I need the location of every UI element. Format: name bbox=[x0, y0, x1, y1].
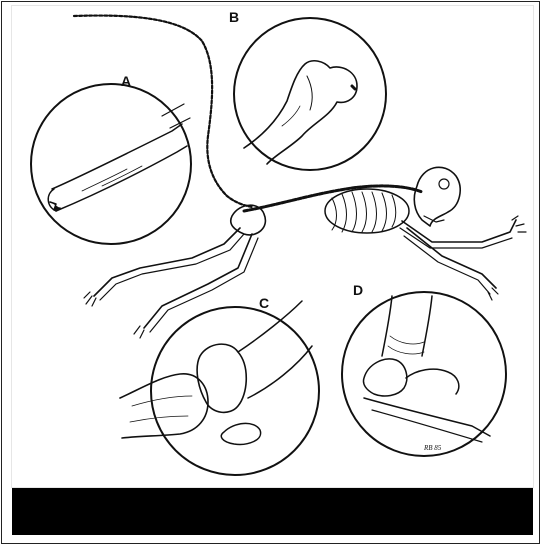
panel-d-inset bbox=[342, 292, 506, 456]
panel-label-c: C bbox=[259, 295, 269, 311]
bottom-black-band bbox=[12, 488, 533, 535]
artist-signature: RB 85 bbox=[424, 444, 441, 452]
panel-a-inset bbox=[31, 84, 191, 244]
panel-label-d: D bbox=[353, 282, 363, 298]
skeleton-illustration bbox=[12, 6, 533, 487]
panel-b-inset bbox=[234, 18, 386, 170]
panel-label-a: A bbox=[121, 73, 131, 89]
skeleton-body bbox=[84, 167, 526, 338]
panel-label-b: B bbox=[229, 9, 239, 25]
panel-c-inset bbox=[120, 301, 319, 475]
illustration-panel: A B C D RB 85 bbox=[12, 6, 533, 487]
tail bbox=[74, 16, 252, 207]
